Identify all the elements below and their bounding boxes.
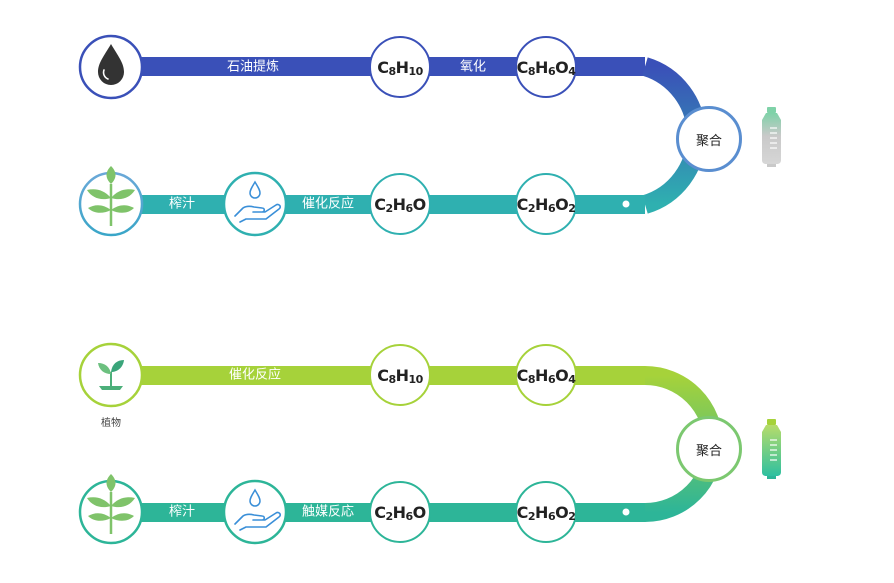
polymerization-label: 聚合 <box>695 133 722 149</box>
pipe-dot <box>622 200 630 208</box>
step-label-refining: 石油提炼 <box>226 59 280 75</box>
step-label-catalysis: 催化反应 <box>301 196 355 212</box>
compound-formula: C2H6O <box>374 194 426 215</box>
compound-node-c8h6o4: C8H6O4 <box>515 344 577 406</box>
compound-node-c2h6o: C2H6O <box>369 481 431 543</box>
step-label-oxidation: 氧化 <box>459 59 487 75</box>
hand-water-drop-icon <box>222 171 288 237</box>
bottle-icon <box>762 107 781 167</box>
hand-water-drop-icon <box>222 479 288 545</box>
compound-node-c2h6o2: C2H6O2 <box>515 173 577 235</box>
pipe-dot <box>622 508 630 516</box>
plant-icon <box>78 474 144 545</box>
compound-formula: C8H10 <box>377 365 423 386</box>
compound-node-c2h6o: C2H6O <box>369 173 431 235</box>
compound-formula: C2H6O2 <box>516 194 576 215</box>
compound-node-c8h10: C8H10 <box>369 36 431 98</box>
step-label-catalyst-reaction: 触媒反応 <box>301 504 355 520</box>
step-label-juicing: 榨汁 <box>168 196 196 212</box>
compound-formula: C2H6O2 <box>516 502 576 523</box>
compound-formula: C8H6O4 <box>516 365 576 386</box>
oil-drop-icon <box>78 34 144 100</box>
polymerization-node: 聚合 <box>676 416 742 482</box>
seedling-icon <box>78 342 144 408</box>
plant-icon <box>78 166 144 237</box>
step-label-catalysis: 催化反应 <box>228 367 282 383</box>
compound-node-c2h6o2: C2H6O2 <box>515 481 577 543</box>
bottle-icon <box>762 419 781 479</box>
step-label-juicing: 榨汁 <box>168 504 196 520</box>
compound-node-c8h10: C8H10 <box>369 344 431 406</box>
compound-formula: C8H6O4 <box>516 57 576 78</box>
compound-formula: C8H10 <box>377 57 423 78</box>
source-caption-plant: 植物 <box>101 418 121 429</box>
compound-node-c8h6o4: C8H6O4 <box>515 36 577 98</box>
compound-formula: C2H6O <box>374 502 426 523</box>
polymerization-node: 聚合 <box>676 106 742 172</box>
polymerization-label: 聚合 <box>695 443 722 459</box>
